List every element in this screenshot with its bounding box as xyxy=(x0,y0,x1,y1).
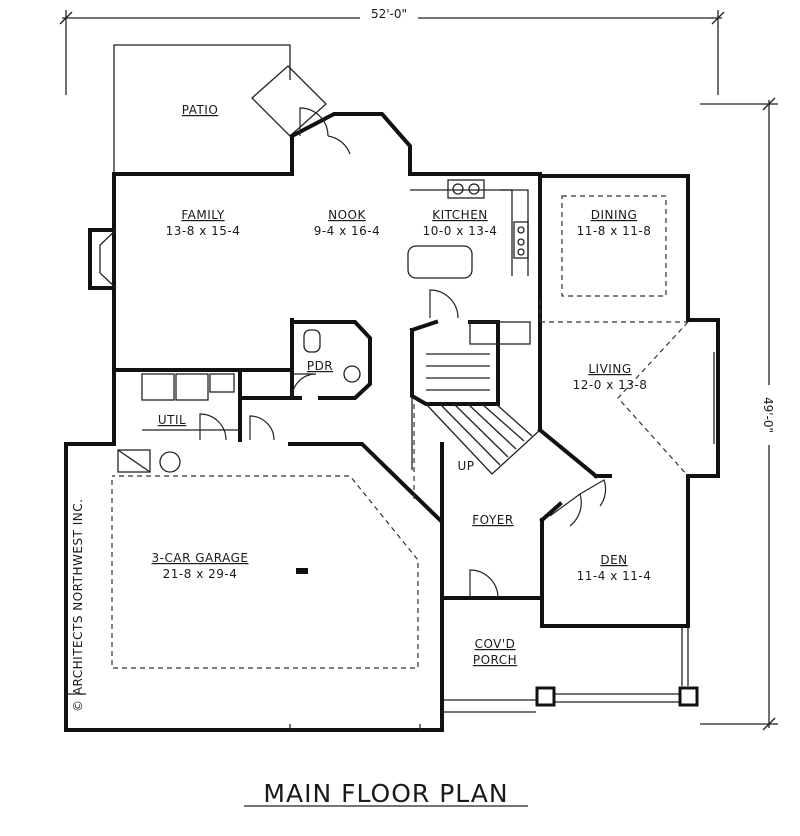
room-garage-size: 21-8 x 29-4 xyxy=(163,567,238,581)
depth-dimension-label: 49'-0" xyxy=(761,397,775,433)
kitchen-counters xyxy=(407,179,529,279)
room-den-label: DEN xyxy=(600,553,627,567)
fireplace xyxy=(88,228,117,290)
room-util-label: UTIL xyxy=(158,413,186,427)
room-family-label: FAMILY xyxy=(181,208,224,222)
door-swings xyxy=(199,107,607,599)
width-dimension-line: 52'-0" xyxy=(59,6,725,95)
dining-ceiling-outline xyxy=(561,195,667,297)
nook-bay-window xyxy=(251,65,327,137)
patio-outline xyxy=(113,44,291,176)
room-nook-size: 9-4 x 16-4 xyxy=(314,224,381,238)
room-kitchen-label: KITCHEN xyxy=(432,208,488,222)
stair-up-label: UP xyxy=(457,459,474,473)
room-foyer-label: FOYER xyxy=(472,513,513,527)
copyright-mark: © ARCHITECTS NORTHWEST INC. xyxy=(71,499,85,712)
room-dining-size: 11-8 x 11-8 xyxy=(577,224,652,238)
living-dashes xyxy=(539,300,689,477)
room-porch-label-line1: COV'D xyxy=(475,637,516,651)
staircase xyxy=(411,321,541,500)
garage-details xyxy=(66,475,421,730)
porch xyxy=(442,626,699,713)
room-dining-label: DINING xyxy=(591,208,638,222)
room-patio-label: PATIO xyxy=(182,103,219,117)
room-den-size: 11-4 x 11-4 xyxy=(577,569,652,583)
room-porch-label-line2: PORCH xyxy=(473,653,517,667)
room-living-size: 12-0 x 13-8 xyxy=(573,378,648,392)
room-garage-label: 3-CAR GARAGE xyxy=(152,551,249,565)
room-kitchen-size: 10-0 x 13-4 xyxy=(423,224,498,238)
width-dimension-label: 52'-0" xyxy=(371,7,407,21)
exterior-walls xyxy=(64,112,720,732)
pdr-fixtures xyxy=(303,329,361,383)
room-nook-label: NOOK xyxy=(328,208,366,222)
copyright-text: © ARCHITECTS NORTHWEST INC. xyxy=(71,499,85,712)
plan-title: MAIN FLOOR PLAN xyxy=(263,779,508,808)
room-living-label: LIVING xyxy=(588,362,631,376)
room-pdr-label: PDR xyxy=(307,359,333,373)
room-family-size: 13-8 x 15-4 xyxy=(166,224,241,238)
depth-dimension-line: 49'-0" xyxy=(700,97,780,731)
